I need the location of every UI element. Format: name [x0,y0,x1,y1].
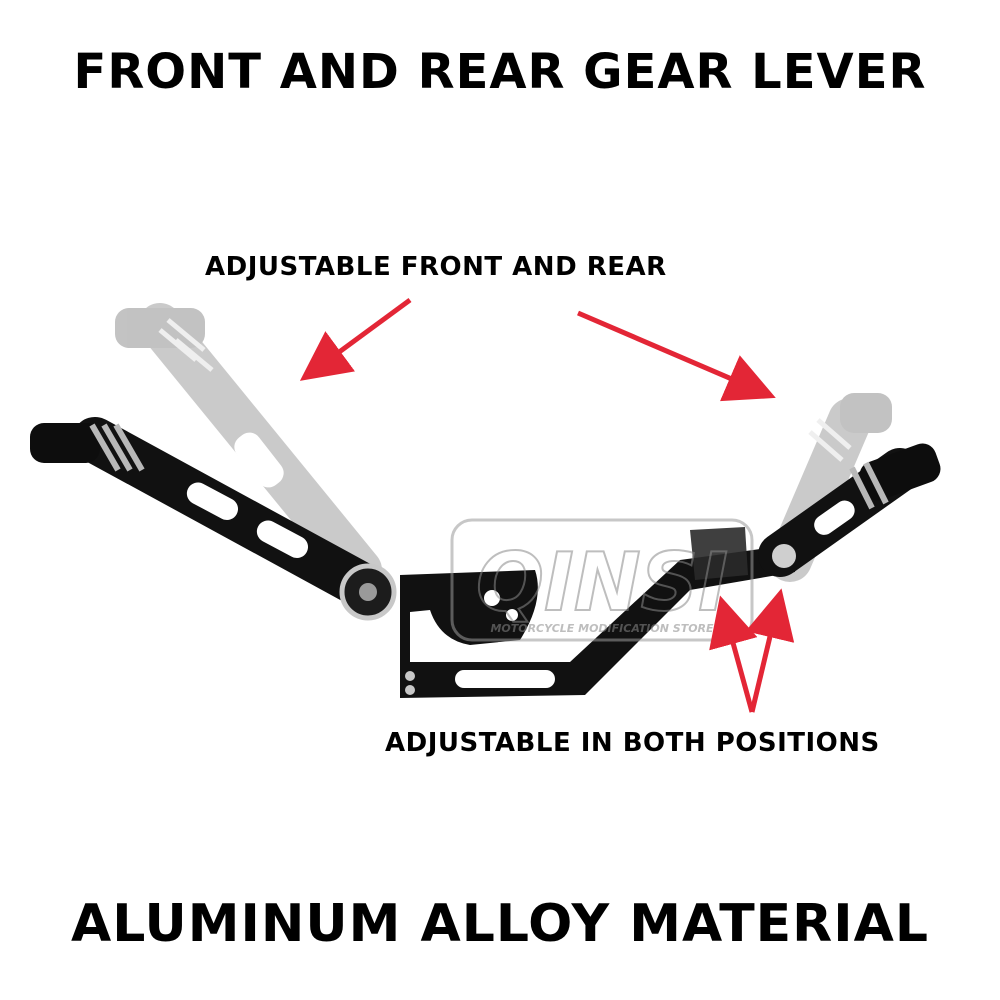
adjustable-both-positions-label: ADJUSTABLE IN BOTH POSITIONS [385,728,880,758]
watermark-tagline: MOTORCYCLE MODIFICATION STORE [490,622,714,635]
page-title: FRONT AND REAR GEAR LEVER [73,44,927,100]
arrow-up-left [709,595,758,713]
front-lever [30,417,397,621]
watermark-brand: QINSI [476,536,728,629]
arrow-rear [577,310,776,402]
ghost-left-lever [115,303,382,592]
rear-lever [690,443,941,580]
adjustable-front-rear-label: ADJUSTABLE FRONT AND REAR [205,252,667,282]
red-arrows [299,297,795,713]
material-caption: ALUMINUM ALLOY MATERIAL [71,894,929,954]
store-watermark: QINSI MOTORCYCLE MODIFICATION STORE [450,518,754,642]
center-bracket [400,570,538,690]
arrow-front [299,297,412,381]
rear-linkage [400,545,795,698]
arrow-up-right [745,588,795,713]
